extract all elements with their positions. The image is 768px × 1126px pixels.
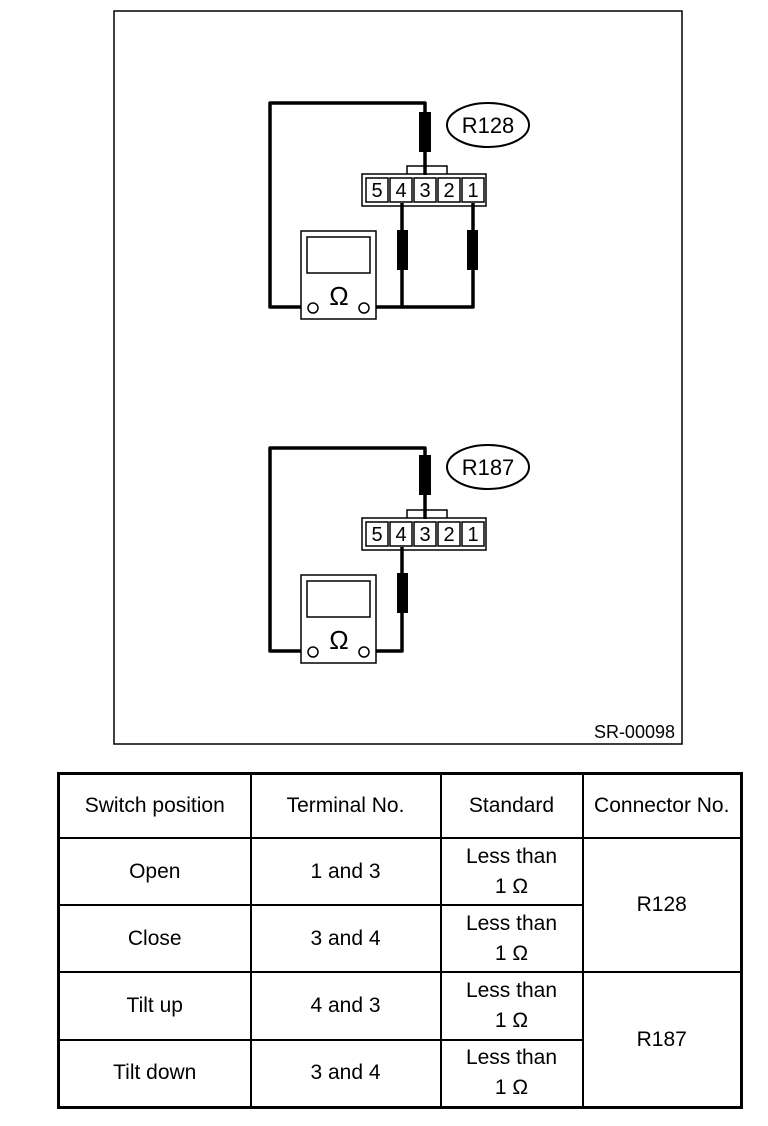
- cell-terminal: 1 and 3: [249, 836, 442, 907]
- cell-switch-position: Open: [57, 836, 252, 907]
- standard-line: 1 Ω: [494, 1009, 529, 1033]
- connector-tag-label: R128: [462, 113, 515, 138]
- wiring-diagram: 5 4 3 2 1 R128 Ω: [113, 10, 683, 745]
- cell-terminal: 3 and 4: [249, 1038, 442, 1109]
- cell-standard: Less than 1 Ω: [439, 971, 584, 1041]
- standard-line: 1 Ω: [494, 941, 529, 965]
- cell-switch-position: Tilt up: [57, 971, 252, 1041]
- cell-switch-position: Tilt down: [57, 1038, 252, 1109]
- standard-line: Less than: [465, 911, 558, 935]
- cell-standard: Less than 1 Ω: [439, 1038, 584, 1109]
- connector-tag-r187: R187: [446, 444, 530, 490]
- connector-tag-label: R187: [462, 455, 515, 480]
- pin-label: 2: [443, 180, 454, 202]
- circuit-r128: 5 4 3 2 1 R128 Ω: [268, 101, 530, 320]
- probe: [419, 455, 431, 495]
- connector-r187: 5 4 3 2 1: [361, 509, 487, 551]
- cell-standard: Less than 1 Ω: [439, 904, 584, 974]
- header-terminal-no: Terminal No.: [249, 772, 442, 839]
- header-switch-position: Switch position: [57, 772, 252, 839]
- table-row: Open 1 and 3 Less than 1 Ω R128: [57, 836, 743, 974]
- pin-label: 1: [467, 180, 478, 202]
- cell-connector: R128: [581, 836, 743, 974]
- figure-code: SR-00098: [594, 722, 675, 742]
- cell-terminal: 3 and 4: [249, 904, 442, 974]
- probe: [397, 230, 408, 270]
- pin-label: 5: [371, 524, 382, 546]
- header-standard: Standard: [439, 772, 584, 839]
- circuit-r187: 5 4 3 2 1 R187 Ω: [268, 444, 530, 664]
- probe: [397, 573, 408, 613]
- standard-line: Less than: [465, 979, 558, 1003]
- ohm-symbol: Ω: [329, 281, 348, 311]
- pin-label: 3: [419, 524, 430, 546]
- table-row: Close 3 and 4 Less than 1 Ω: [57, 904, 742, 974]
- cell-standard: Less than 1 Ω: [439, 836, 584, 907]
- ohm-symbol: Ω: [329, 625, 348, 655]
- cell-switch-position: Close: [57, 904, 252, 974]
- header-connector-no: Connector No.: [581, 772, 743, 839]
- standard-line: Less than: [465, 844, 558, 868]
- pin-label: 4: [395, 180, 406, 202]
- probe: [419, 112, 431, 152]
- pin-label: 5: [371, 180, 382, 202]
- spec-table: Switch position Terminal No. Standard Co…: [57, 772, 743, 1109]
- standard-line: 1 Ω: [494, 874, 529, 898]
- connector-r128: 5 4 3 2 1: [361, 165, 487, 207]
- ohmmeter: Ω: [300, 574, 377, 664]
- pin-label: 2: [443, 524, 454, 546]
- cell-terminal: 4 and 3: [249, 971, 442, 1041]
- ohmmeter: Ω: [300, 230, 377, 320]
- table-row: Tilt up 4 and 3 Less than 1 Ω R187: [57, 971, 743, 1109]
- wire: [402, 203, 475, 309]
- standard-line: Less than: [465, 1046, 558, 1070]
- standard-line: 1 Ω: [494, 1076, 529, 1100]
- pin-label: 3: [419, 180, 430, 202]
- pin-label: 4: [395, 524, 406, 546]
- connector-tag-r128: R128: [446, 102, 530, 148]
- table-header-row: Switch position Terminal No. Standard Co…: [57, 772, 743, 839]
- pin-label: 1: [467, 524, 478, 546]
- cell-connector: R187: [581, 971, 743, 1109]
- diagram-frame: [113, 10, 683, 745]
- table-row: Tilt down 3 and 4 Less than 1 Ω: [57, 1038, 742, 1109]
- probe: [467, 230, 478, 270]
